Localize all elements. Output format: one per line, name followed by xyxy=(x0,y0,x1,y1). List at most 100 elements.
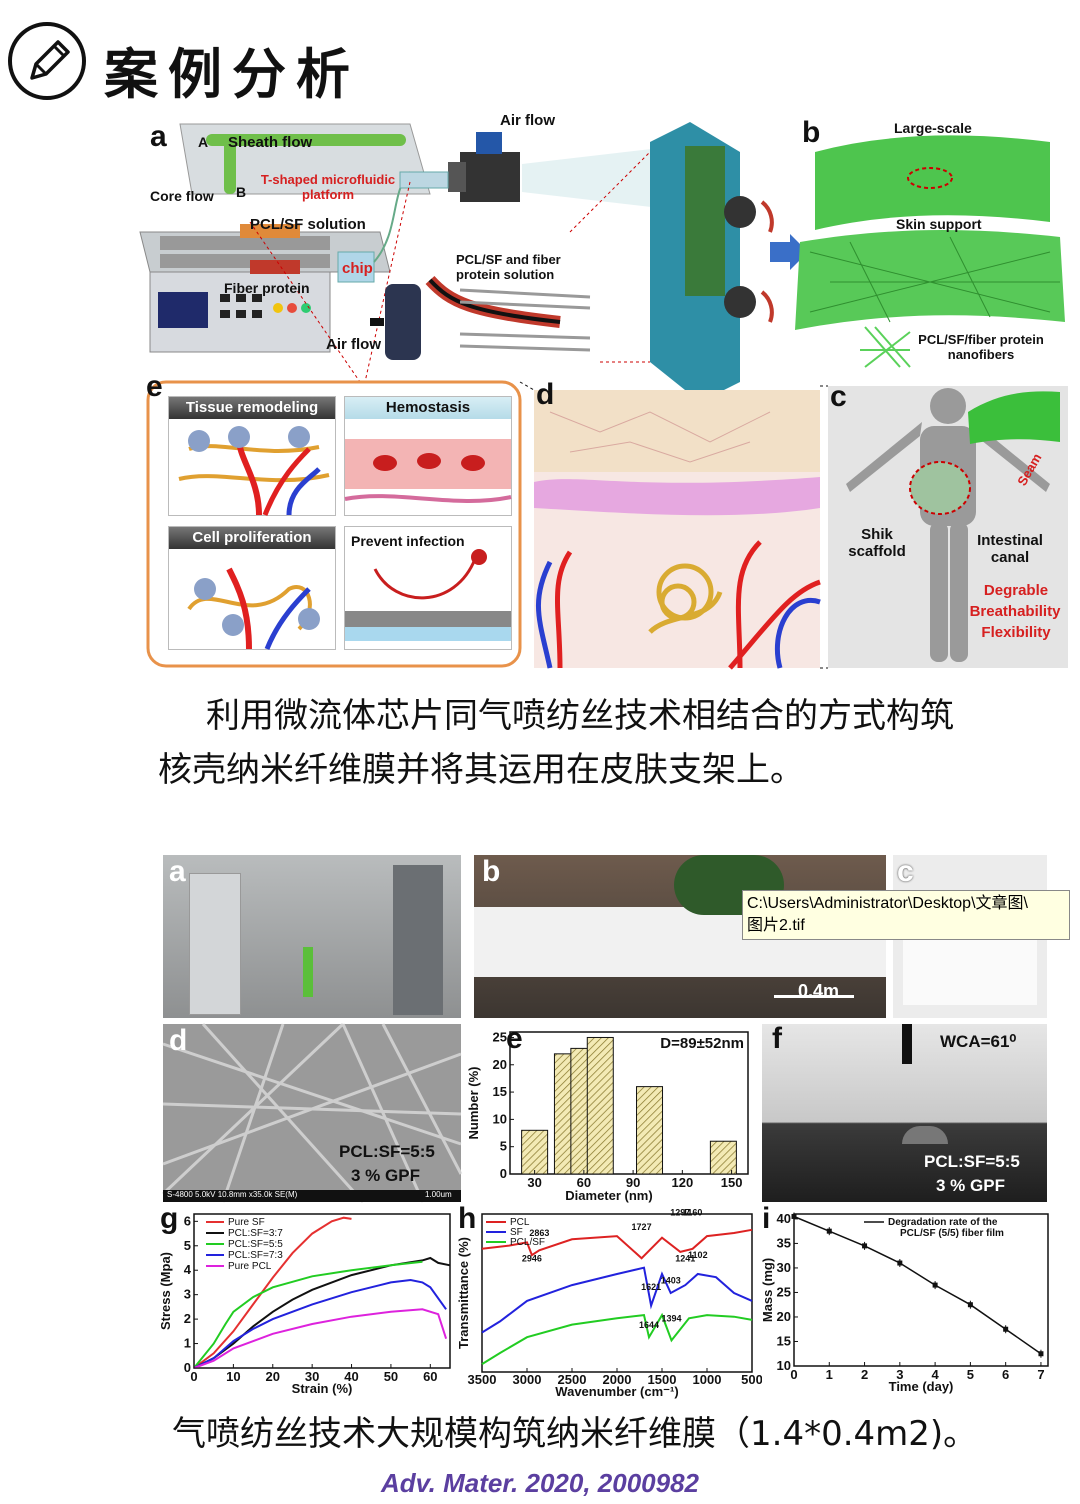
y-tick-label-5: 5 xyxy=(184,1238,191,1253)
tooltip-line-2: 图片2.tif xyxy=(747,917,805,934)
x-tick-label-2000: 2000 xyxy=(603,1372,632,1387)
tissue-remodeling-art xyxy=(178,426,330,516)
wca-label: WCA=61⁰ xyxy=(940,1032,1017,1051)
series-line-2 xyxy=(193,1260,423,1369)
panel-label-e: e xyxy=(146,370,163,403)
x-tick-label-2: 2 xyxy=(861,1367,868,1382)
x-tick-label-4: 4 xyxy=(931,1367,939,1382)
photo-f-wca: f WCA=61⁰ PCL:SF=5:5 3 % GPF xyxy=(762,1022,1047,1202)
panel-label-b: b xyxy=(802,116,821,149)
box-hemostasis: Hemostasis xyxy=(344,396,512,516)
y-tick-label-0: 0 xyxy=(500,1166,507,1181)
x-tick-label-3: 3 xyxy=(896,1367,903,1382)
cell-proliferation-art xyxy=(187,567,320,650)
fig2-label-e: e xyxy=(506,1022,523,1055)
caption-1-line-2: 核壳纳米纤维膜并将其运用在皮肤支架上。 xyxy=(158,750,804,790)
legend-label-0b: PCL/SF (5/5) fiber film xyxy=(900,1228,1004,1239)
pencil-icon xyxy=(8,22,86,100)
peak-label-5: 1241 xyxy=(675,1253,695,1263)
peak-label-9: 1644 xyxy=(639,1320,659,1330)
series-line-1 xyxy=(481,1266,753,1334)
x-axis-label: Time (day) xyxy=(889,1379,954,1394)
label-sheath-flow: Sheath flow xyxy=(228,134,313,151)
data-point-0 xyxy=(791,1213,797,1219)
citation: Adv. Mater. 2020, 2000982 xyxy=(380,1468,699,1498)
y-tick-label-25: 25 xyxy=(493,1029,507,1044)
sem-ratio-label: PCL:SF=5:5 xyxy=(339,1142,435,1161)
y-axis-label: Number (%) xyxy=(466,1067,481,1140)
caption-2: 气喷纺丝技术大规模构筑纳米纤维膜（1.4*0.4m2)。 xyxy=(172,1414,978,1454)
data-point-1 xyxy=(826,1228,832,1234)
label-flexibility: Flexibility xyxy=(981,624,1051,641)
series-line-4 xyxy=(193,1308,448,1369)
y-tick-label-20: 20 xyxy=(493,1057,507,1072)
chart-g-svg: Pure SFPCL:SF=3:7PCL:SF=5:5PCL:SF=7:3Pur… xyxy=(158,1213,451,1396)
photo-a: a xyxy=(163,855,461,1018)
peak-label-6: 1102 xyxy=(688,1250,708,1260)
title-hemostasis: Hemostasis xyxy=(345,397,511,419)
plot-frame xyxy=(509,1031,749,1175)
peak-label-10: 1394 xyxy=(662,1313,682,1323)
tooltip-line-1: C:\Users\Administrator\Desktop\文章图\ xyxy=(747,895,1028,912)
peak-label-2: 1727 xyxy=(632,1222,652,1232)
prevent-infection-art xyxy=(345,549,511,641)
fig2-label-g: g xyxy=(160,1202,179,1235)
y-tick-label-30: 30 xyxy=(777,1260,791,1275)
x-tick-label-5: 5 xyxy=(967,1367,974,1382)
label-tshaped: T-shaped microfluidic platform xyxy=(260,172,396,202)
x-tick-label-20: 20 xyxy=(266,1369,280,1384)
sem-scale: 1.00um xyxy=(425,1190,452,1199)
data-point-2 xyxy=(862,1243,868,1249)
photo-d-sem: d PCL:SF=5:5 3 % GPF S-4800 5.0kV 10.8mm… xyxy=(161,1022,463,1204)
legend-label-0: Degradation rate of the xyxy=(888,1217,998,1228)
title-prevent-infection: Prevent infection xyxy=(351,533,465,549)
x-tick-label-0: 0 xyxy=(190,1369,197,1384)
title-tissue-remodeling: Tissue remodeling xyxy=(169,397,335,419)
legend-label-1: PCL:SF=3:7 xyxy=(228,1228,283,1239)
series-line-2 xyxy=(481,1312,753,1365)
y-tick-label-1: 1 xyxy=(184,1336,191,1351)
y-tick-label-4: 4 xyxy=(184,1262,192,1277)
panel-label-a: a xyxy=(150,120,167,153)
series-line-3 xyxy=(193,1278,447,1369)
legend-label-2: PCL/SF xyxy=(510,1237,545,1248)
label-pcl-sf-fiber-solution: PCL/SF and fiber protein solution xyxy=(456,252,561,282)
x-tick-label-30: 30 xyxy=(527,1175,541,1190)
hist-bar-3 xyxy=(586,1036,614,1175)
y-tick-label-0: 0 xyxy=(184,1360,191,1375)
sem-fibers xyxy=(161,1022,463,1204)
peak-label-0: 2946 xyxy=(522,1253,542,1263)
hist-bar-4 xyxy=(636,1086,664,1175)
fig2-label-h: h xyxy=(458,1202,477,1235)
label-skin-support: Skin support xyxy=(896,216,982,232)
peak-label-4: 1160 xyxy=(683,1208,703,1218)
hist-bar-0 xyxy=(521,1129,549,1175)
caption-1-line-1: 利用微流体芯片同气喷纺丝技术相结合的方式构筑 xyxy=(206,696,954,736)
x-tick-label-1: 1 xyxy=(826,1367,833,1382)
label-nanofibers: PCL/SF/fiber protein nanofibers xyxy=(918,332,1044,362)
x-tick-label-150: 150 xyxy=(721,1175,743,1190)
x-tick-label-1500: 1500 xyxy=(648,1372,677,1387)
data-point-3 xyxy=(897,1260,903,1266)
x-tick-label-0: 0 xyxy=(790,1367,797,1382)
x-tick-label-30: 30 xyxy=(305,1369,319,1384)
label-chip: chip xyxy=(342,260,373,277)
x-tick-label-60: 60 xyxy=(577,1175,591,1190)
box-tissue-remodeling: Tissue remodeling xyxy=(168,396,336,516)
x-axis-label: Diameter (nm) xyxy=(565,1188,652,1203)
series-line-0 xyxy=(193,1216,352,1369)
y-tick-label-2: 2 xyxy=(184,1311,191,1326)
data-point-5 xyxy=(967,1302,973,1308)
legend-label-0: Pure SF xyxy=(228,1217,265,1228)
y-tick-label-3: 3 xyxy=(184,1287,191,1302)
series-line-0 xyxy=(481,1228,753,1260)
sem-gpf-label: 3 % GPF xyxy=(351,1166,420,1185)
sem-footer: S-4800 5.0kV 10.8mm x35.0k SE(M) xyxy=(167,1190,298,1199)
data-point-7 xyxy=(1038,1351,1044,1357)
label-degradable: Degrable xyxy=(983,582,1049,599)
x-tick-label-7: 7 xyxy=(1037,1367,1044,1382)
